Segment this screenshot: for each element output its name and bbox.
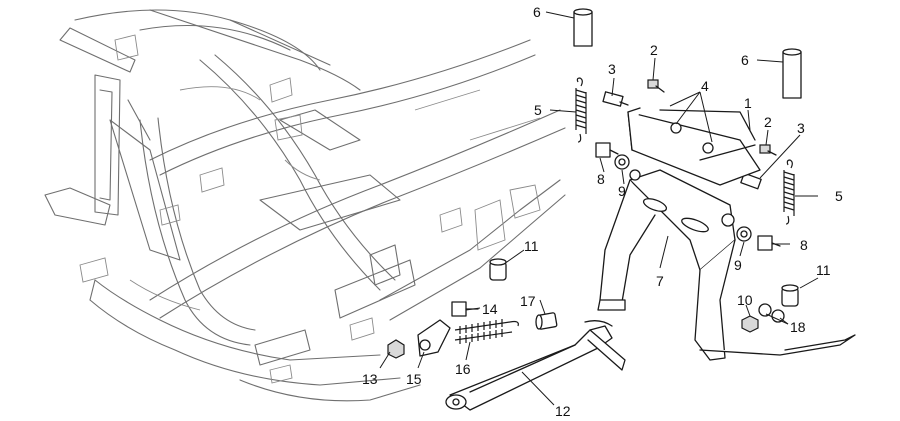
callout-11-right: 11 (816, 262, 831, 278)
spring-left (575, 77, 587, 143)
callout-7: 7 (656, 273, 664, 289)
pin-left (602, 91, 629, 107)
callout-11-left: 11 (524, 238, 539, 254)
rubber-sleeve-17 (535, 312, 558, 330)
callout-3-right: 3 (797, 120, 805, 136)
spacer-tube-right (782, 48, 802, 99)
callout-18: 18 (790, 319, 806, 335)
callout-8-right: 8 (800, 237, 808, 253)
bolt-top-left (647, 79, 665, 93)
pivot-bolt-14 (451, 301, 479, 317)
leader-lines (379, 11, 819, 406)
nut-10 (741, 315, 759, 333)
mount-bracket (627, 107, 761, 186)
scooter-frame (44, 9, 566, 402)
callout-10: 10 (737, 292, 753, 308)
callout-5-left: 5 (534, 102, 542, 118)
callout-1: 1 (744, 95, 752, 111)
pin-right (740, 172, 762, 190)
callout-14: 14 (482, 301, 498, 317)
callout-numbers: 6 2 6 3 4 5 1 2 3 8 9 5 11 7 9 8 11 14 1… (362, 4, 843, 419)
spacer-tube-left (573, 8, 593, 47)
callout-15: 15 (406, 371, 422, 387)
callout-2-right: 2 (764, 114, 772, 130)
spring-right (783, 159, 795, 225)
washer-9-right (736, 226, 752, 242)
rubber-stop-right (781, 284, 799, 307)
callout-17: 17 (520, 293, 536, 309)
callout-9-left: 9 (618, 183, 626, 199)
callout-4: 4 (701, 78, 709, 94)
callout-12: 12 (555, 403, 571, 419)
callout-8-left: 8 (597, 171, 605, 187)
side-stand-12 (445, 320, 626, 411)
sidestand-bracket-15 (417, 319, 451, 357)
bolt-8-right (757, 235, 781, 251)
callout-6-left: 6 (533, 4, 541, 20)
callout-5-right: 5 (835, 188, 843, 204)
double-spring-16 (454, 319, 519, 344)
nut-13 (387, 339, 405, 359)
washers-18 (758, 303, 785, 323)
callout-16: 16 (455, 361, 471, 377)
callout-2-top: 2 (650, 42, 658, 58)
washer-9-left (614, 154, 630, 170)
bolt-8-left (595, 142, 619, 158)
callout-3-left: 3 (608, 61, 616, 77)
bolt-top-right (759, 144, 777, 156)
callout-6-right: 6 (741, 52, 749, 68)
rubber-stop-left (489, 258, 507, 281)
callout-13: 13 (362, 371, 378, 387)
center-stand (597, 169, 856, 361)
callout-9-right: 9 (734, 257, 742, 273)
